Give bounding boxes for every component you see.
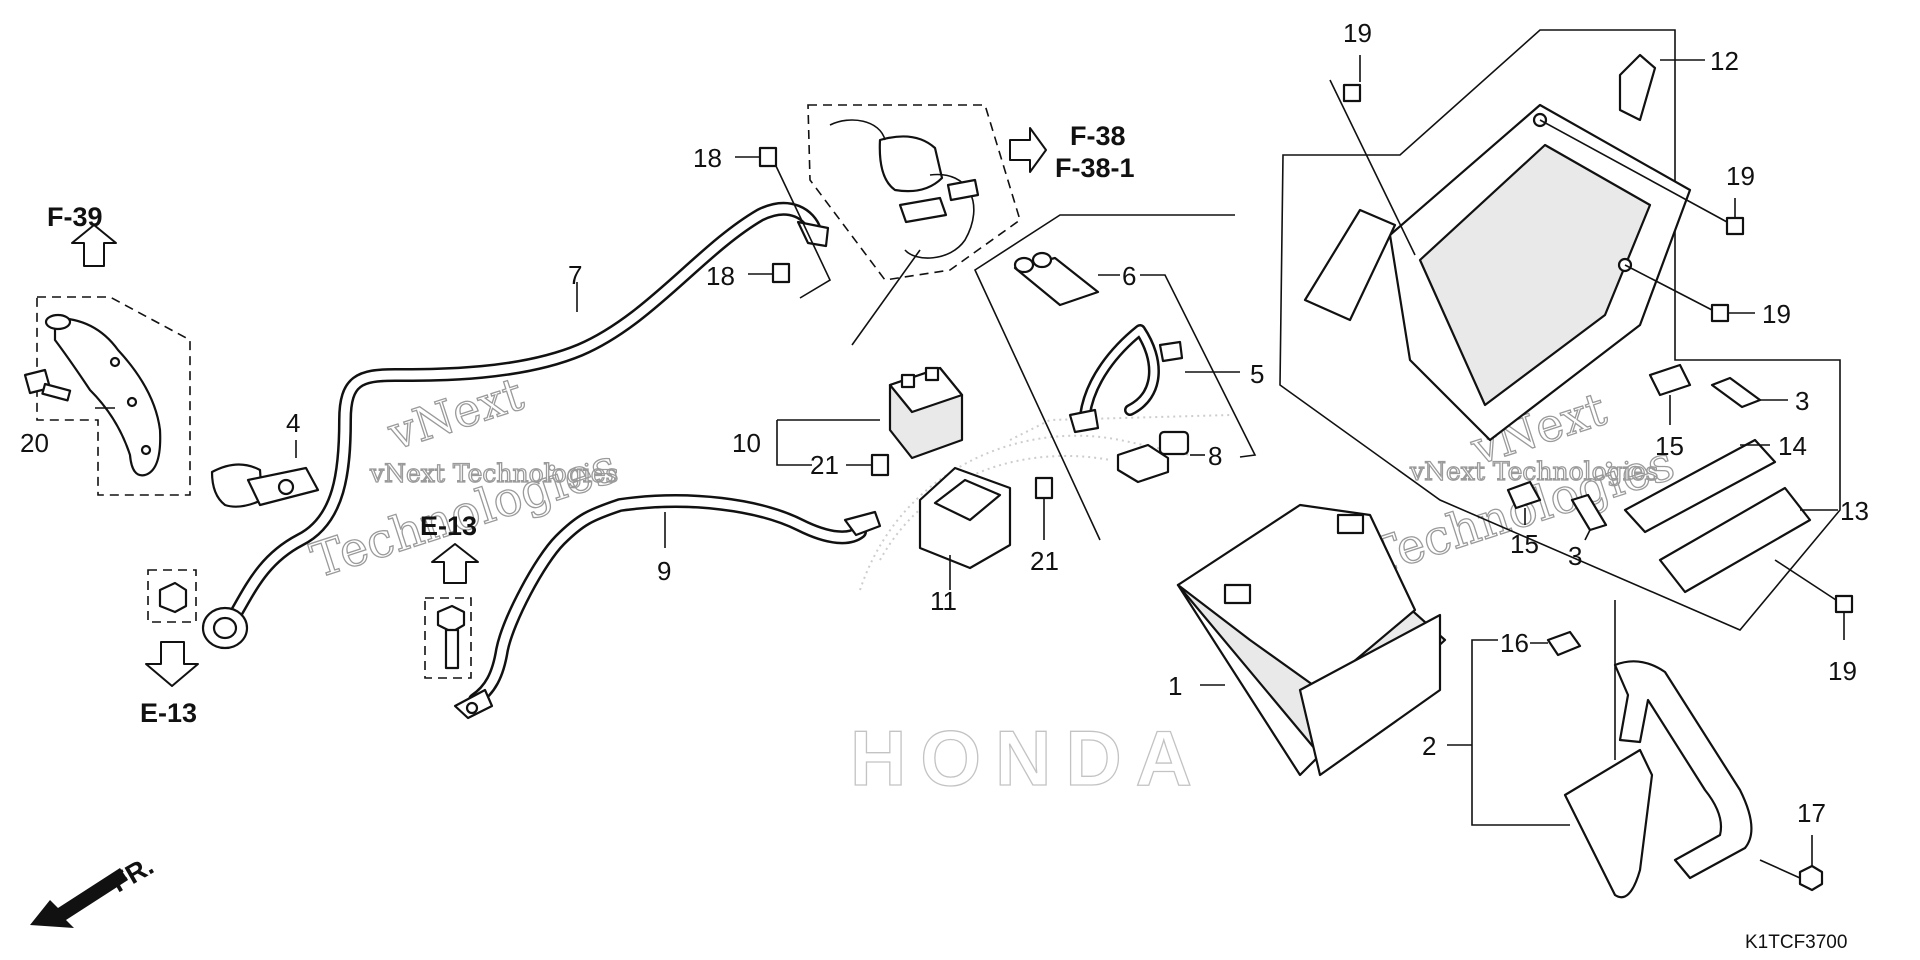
callout-3-lower: 3 bbox=[1568, 541, 1582, 571]
screw-19d-line bbox=[1774, 559, 1837, 601]
leader-17 bbox=[1759, 835, 1813, 879]
battery-section-border bbox=[973, 214, 1235, 541]
callout-18-upper: 18 bbox=[693, 143, 722, 173]
part-14-sheet bbox=[1623, 438, 1777, 534]
reference-e13-mid: E-13 bbox=[420, 511, 477, 541]
part-11-relay-case bbox=[918, 466, 1012, 570]
part-4-clamp bbox=[210, 463, 320, 508]
reference-e13-bottom: E-13 bbox=[140, 698, 197, 728]
watermark-vnext-technologies: vNext Technologies bbox=[369, 459, 618, 488]
part-19-screw-a bbox=[1342, 83, 1362, 103]
callout-17: 17 bbox=[1797, 798, 1826, 828]
callout-18-lower: 18 bbox=[706, 261, 735, 291]
callout-12: 12 bbox=[1710, 46, 1739, 76]
callout-14: 14 bbox=[1778, 431, 1807, 461]
part-6-terminal-cover bbox=[1013, 251, 1100, 307]
part-21-fuse-left bbox=[870, 453, 890, 477]
part-relay-harness bbox=[829, 119, 980, 259]
part-15-pad-upper bbox=[1648, 363, 1692, 397]
honda-watermark: HONDA bbox=[849, 414, 1231, 803]
front-arrow-icon bbox=[30, 868, 128, 928]
bracket-dashed-group bbox=[36, 296, 191, 496]
callout-16: 16 bbox=[1500, 628, 1529, 658]
callout-15-upper: 15 bbox=[1655, 431, 1684, 461]
callout-21-right: 21 bbox=[1030, 546, 1059, 576]
part-19-screw-b bbox=[1725, 216, 1745, 236]
watermark-vnext-technologies: vNext Technologies bbox=[1409, 457, 1658, 486]
part-8-terminal-nut bbox=[1116, 430, 1190, 484]
reference-f38-1: F-38-1 bbox=[1055, 153, 1135, 183]
front-label: FR. bbox=[106, 850, 159, 898]
part-17-screw bbox=[1798, 864, 1824, 892]
callout-19-b: 19 bbox=[1726, 161, 1755, 191]
part-10-starter-relay bbox=[888, 366, 964, 460]
nut-dashed-group bbox=[147, 569, 197, 623]
bracket-6-8 bbox=[1140, 274, 1257, 458]
reference-arrow-up-f39 bbox=[71, 224, 117, 267]
reference-arrow-up-e13 bbox=[431, 543, 479, 584]
part-15-pad-lower bbox=[1506, 480, 1542, 510]
part-19-screw-c bbox=[1710, 303, 1730, 323]
part-21-fuse-right bbox=[1034, 476, 1054, 500]
leader-10 bbox=[776, 419, 880, 466]
callout-6: 6 bbox=[1122, 261, 1136, 291]
part-bracket-plate bbox=[44, 313, 162, 477]
reference-arrow-down-e13 bbox=[145, 641, 199, 687]
callout-5: 5 bbox=[1250, 359, 1264, 389]
reference-f39: F-39 bbox=[47, 202, 103, 232]
bracket-2 bbox=[1471, 639, 1570, 826]
part-3-rubber-upper bbox=[1710, 376, 1762, 409]
screw-19a-line bbox=[1329, 79, 1416, 256]
part-16-cushion bbox=[1546, 630, 1582, 657]
callout-20: 20 bbox=[20, 428, 49, 458]
part-18-screw-lower bbox=[771, 262, 791, 284]
callout-15-lower: 15 bbox=[1510, 529, 1539, 559]
part-20-bolt bbox=[23, 368, 72, 402]
callout-19-c: 19 bbox=[1762, 299, 1791, 329]
callout-19-a: 19 bbox=[1343, 18, 1372, 48]
part-3-rubber-lower bbox=[1570, 493, 1608, 532]
part-bolt bbox=[436, 604, 466, 670]
reference-arrow-right-f38 bbox=[1009, 127, 1047, 173]
callout-10: 10 bbox=[732, 428, 761, 458]
callout-11: 11 bbox=[930, 586, 957, 616]
callout-7: 7 bbox=[568, 260, 582, 290]
callout-19-d: 19 bbox=[1828, 656, 1857, 686]
part-2-battery-stay bbox=[1563, 600, 1753, 899]
leader-3-lower bbox=[1584, 529, 1591, 541]
part-1-battery bbox=[1176, 503, 1447, 777]
screw-bracket-lines bbox=[775, 165, 832, 299]
diagram-code: K1TCF3700 bbox=[1745, 932, 1847, 953]
part-nut bbox=[158, 581, 188, 614]
part-19-screw-d bbox=[1834, 594, 1854, 614]
part-9-battery-cable bbox=[453, 494, 882, 720]
relay-link-line bbox=[851, 249, 921, 346]
callout-21-left: 21 bbox=[810, 450, 839, 480]
part-12-battery-box bbox=[1303, 53, 1692, 442]
reference-f38: F-38 bbox=[1070, 121, 1126, 151]
screw-19c-line bbox=[1624, 264, 1713, 311]
part-7-starter-cable bbox=[201, 201, 830, 650]
battery-box-section-border bbox=[1279, 29, 1841, 631]
callout-3-upper: 3 bbox=[1795, 386, 1809, 416]
part-18-screw-upper bbox=[758, 146, 778, 168]
callout-2: 2 bbox=[1422, 731, 1436, 761]
watermark-brand: HONDA bbox=[850, 714, 1206, 802]
screw-19b-line bbox=[1539, 119, 1728, 223]
callout-13: 13 bbox=[1840, 496, 1869, 526]
relay-dashed-group bbox=[807, 104, 1021, 281]
callout-8: 8 bbox=[1208, 441, 1222, 471]
callout-9: 9 bbox=[657, 556, 671, 586]
bolt-dashed-group bbox=[424, 597, 472, 679]
callout-4: 4 bbox=[286, 408, 300, 438]
part-13-sheet bbox=[1658, 486, 1812, 594]
part-5-terminal-lead bbox=[1068, 324, 1184, 434]
callout-1: 1 bbox=[1168, 671, 1182, 701]
